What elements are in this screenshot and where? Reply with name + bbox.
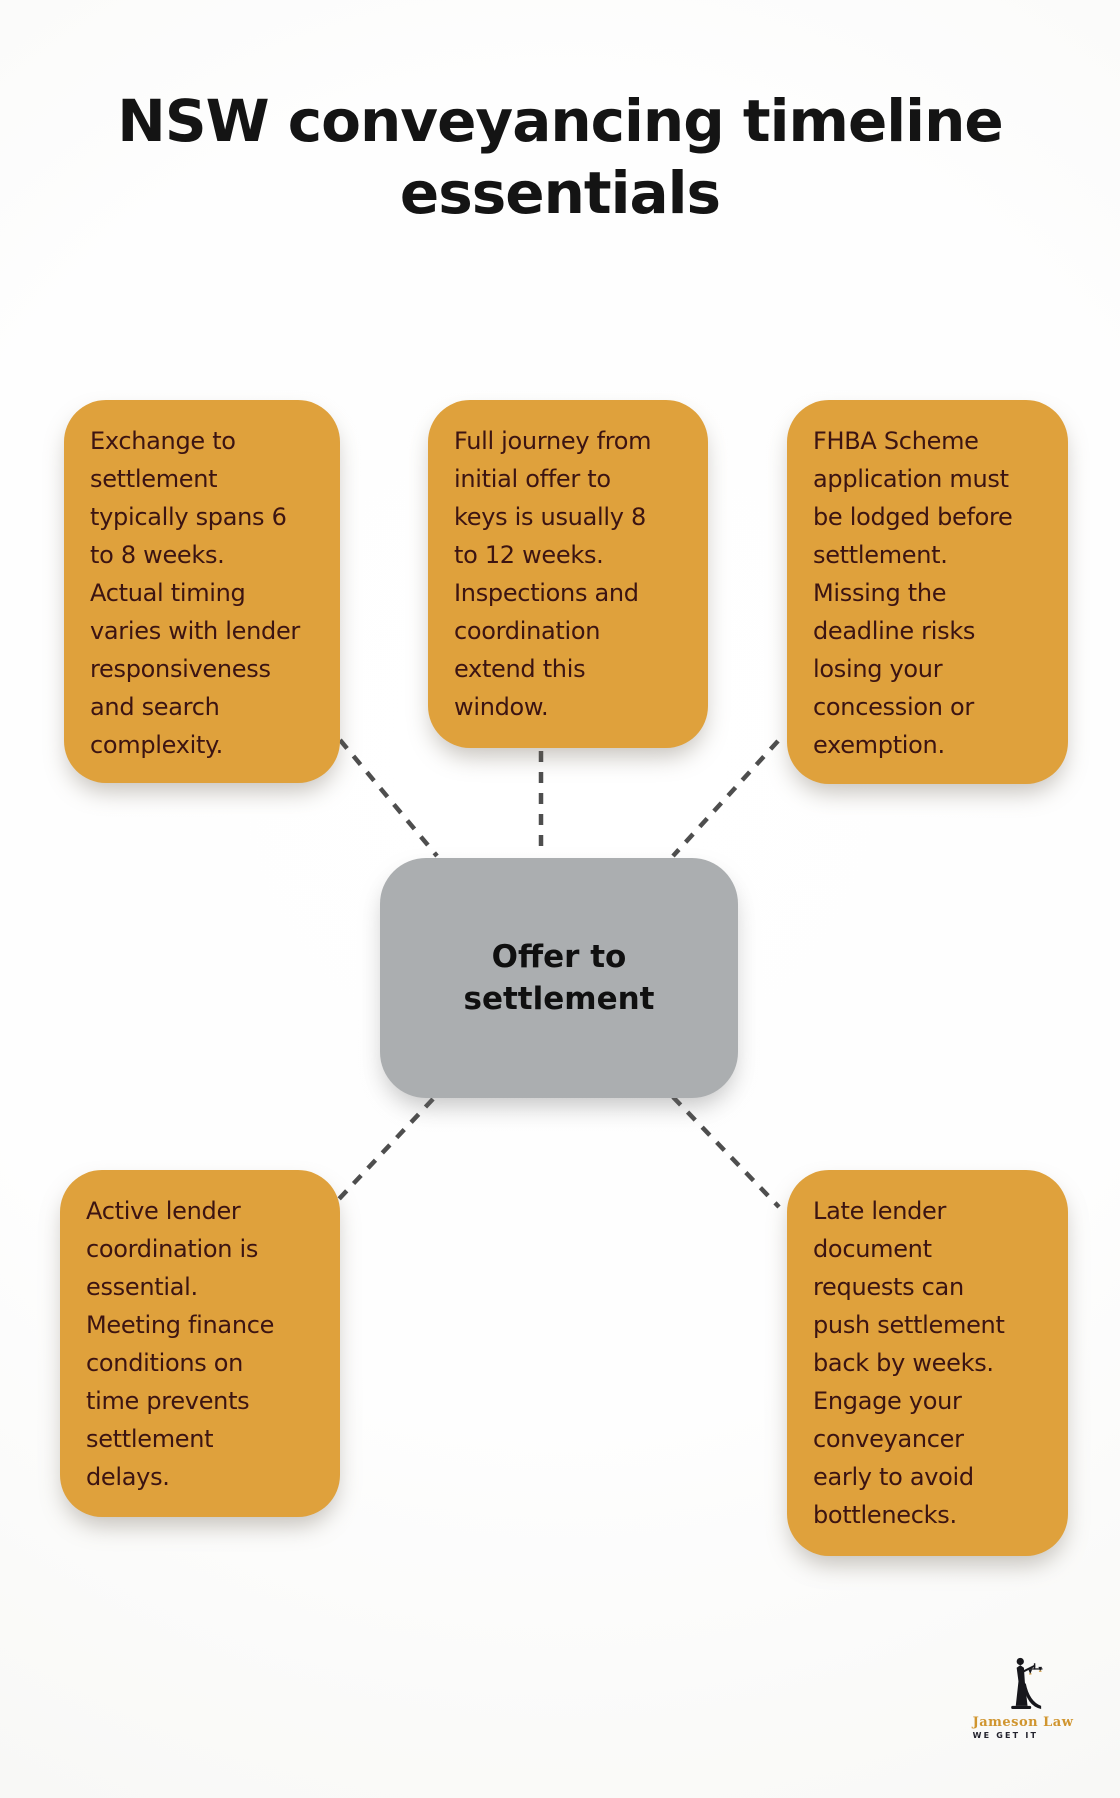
connector-bottom-right <box>671 1095 781 1209</box>
central-node-offer-to-settlement: Offer to settlement <box>380 858 738 1098</box>
info-card-exchange-to-settlement: Exchange to settlement typically spans 6… <box>64 400 340 783</box>
logo-name: Jameson Law <box>972 1715 1074 1730</box>
jameson-law-logo: Jameson Law WE GET IT <box>958 1656 1088 1741</box>
connector-bottom-left <box>337 1097 435 1201</box>
connector-top-right <box>671 739 780 858</box>
lady-justice-icon <box>1011 1657 1043 1710</box>
logo-tagline: WE GET IT <box>972 1731 1039 1740</box>
info-card-lender-coordination: Active lender coordination is essential.… <box>60 1170 340 1517</box>
info-card-late-lender-documents: Late lender document requests can push s… <box>787 1170 1068 1556</box>
logo-text-block: Jameson Law WE GET IT <box>973 1716 1074 1741</box>
connector-top-left <box>338 738 439 858</box>
info-card-full-journey: Full journey from initial offer to keys … <box>428 400 708 748</box>
page-title: NSW conveyancing timeline essentials <box>117 87 1003 227</box>
info-card-fhba-scheme: FHBA Scheme application must be lodged b… <box>787 400 1068 784</box>
